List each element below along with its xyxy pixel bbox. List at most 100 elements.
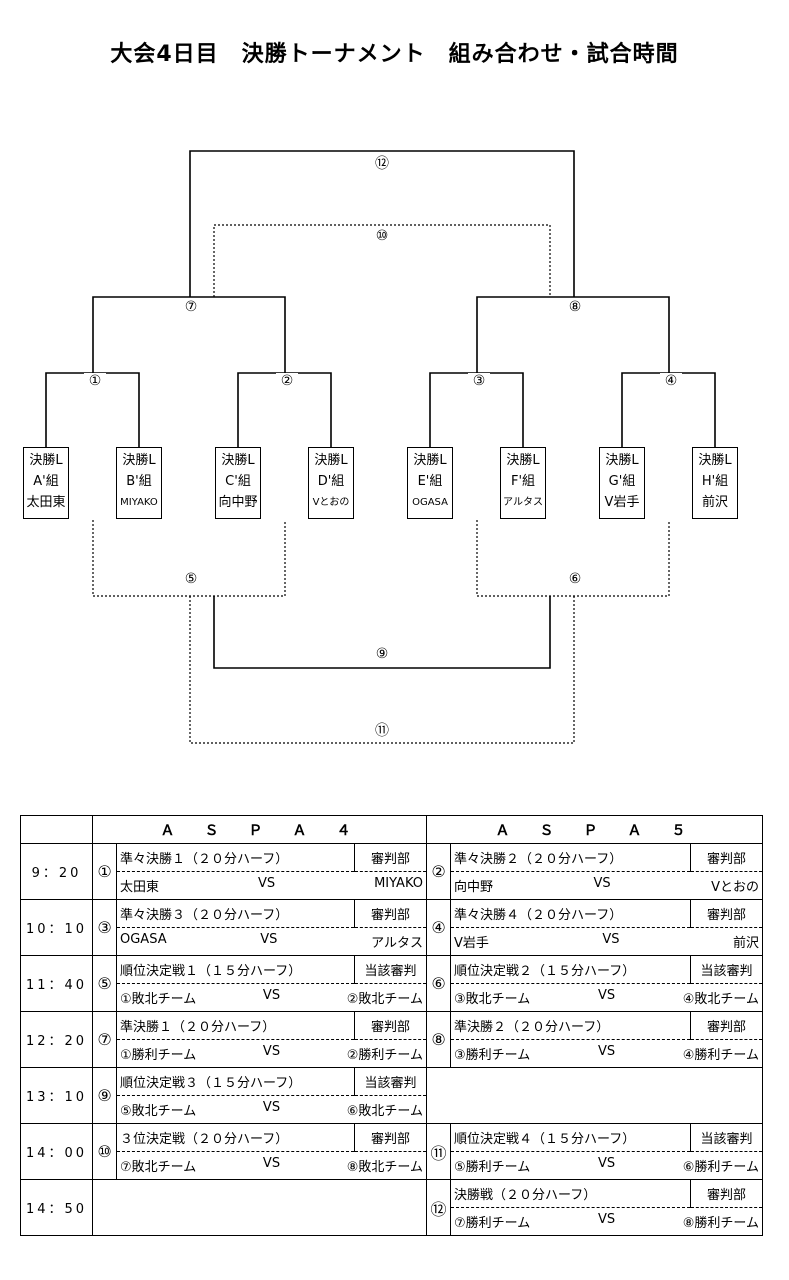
empty-slot bbox=[426, 1067, 764, 1124]
away-team: アルタス bbox=[371, 936, 423, 951]
match-time: 10：10 bbox=[20, 899, 93, 956]
team-box-a: 決勝L A'組 太田東 bbox=[23, 447, 69, 519]
vs-label: VS bbox=[597, 988, 616, 1003]
match-time: 14：50 bbox=[20, 1179, 93, 1236]
team-group: C'組 bbox=[225, 474, 251, 489]
match-pairing: ⑤勝利チーム VS ⑥勝利チーム bbox=[450, 1151, 764, 1180]
away-team: Vとおの bbox=[711, 880, 760, 895]
team-label: 決勝L bbox=[506, 453, 540, 468]
team-group: F'組 bbox=[510, 474, 536, 489]
team-box-d: 決勝L D'組 Vとおの bbox=[308, 447, 354, 519]
header-blank bbox=[20, 815, 93, 844]
vs-label: VS bbox=[597, 1212, 616, 1227]
team-box-e: 決勝L E'組 OGASA bbox=[407, 447, 453, 519]
match-pairing: OGASA VS アルタス bbox=[115, 927, 428, 956]
away-team: ④勝利チーム bbox=[682, 1048, 760, 1063]
schedule-header: Ａ Ｓ Ｐ Ａ ４ Ａ Ｓ Ｐ Ａ ５ bbox=[20, 815, 764, 844]
away-team: ④敗北チーム bbox=[682, 992, 760, 1007]
referee: 当該審判 bbox=[353, 955, 428, 984]
bracket-match-12: ⑫ bbox=[371, 153, 393, 173]
bracket-match-4: ④ bbox=[660, 373, 682, 389]
referee: 審判部 bbox=[690, 843, 764, 872]
home-team: ①敗北チーム bbox=[120, 992, 197, 1007]
match-time: 13：10 bbox=[20, 1067, 93, 1124]
match-pairing: ①敗北チーム VS ②敗北チーム bbox=[115, 983, 428, 1012]
bracket-match-11: ⑪ bbox=[371, 720, 393, 740]
match-time: 11：40 bbox=[20, 955, 93, 1012]
referee: 審判部 bbox=[690, 899, 764, 928]
vs-label: VS bbox=[262, 1044, 281, 1059]
schedule-row-pairing: ①敗北チーム VS ②敗北チーム ③敗北チーム VS ④敗北チーム bbox=[21, 983, 764, 1012]
match-title: 準々決勝３（２０分ハーフ） bbox=[116, 899, 355, 928]
away-team: ②敗北チーム bbox=[346, 992, 423, 1007]
match-title: 準々決勝１（２０分ハーフ） bbox=[116, 843, 355, 872]
schedule-row: 14：50 ⑫ 決勝戦（２０分ハーフ） 審判部 bbox=[20, 1179, 764, 1236]
match-number: ⑦ bbox=[92, 1011, 117, 1068]
team-name: MIYAKO bbox=[120, 497, 158, 508]
referee: 審判部 bbox=[690, 1179, 764, 1208]
team-name: 前沢 bbox=[701, 495, 728, 510]
team-box-f: 決勝L F'組 アルタス bbox=[500, 447, 546, 519]
match-title: 順位決定戦２（１５分ハーフ） bbox=[450, 955, 692, 984]
bracket-match-9: ⑨ bbox=[371, 646, 393, 662]
match-title: 決勝戦（２０分ハーフ） bbox=[450, 1179, 692, 1208]
match-pairing: 向中野 VS Vとおの bbox=[450, 871, 764, 900]
vs-label: VS bbox=[262, 1100, 281, 1115]
vs-label: VS bbox=[597, 1044, 616, 1059]
match-number: ⑩ bbox=[92, 1123, 117, 1180]
match-time: 14：00 bbox=[20, 1123, 93, 1180]
referee: 審判部 bbox=[353, 1011, 428, 1040]
home-team: V岩手 bbox=[454, 936, 489, 951]
home-team: ⑦敗北チーム bbox=[120, 1160, 197, 1175]
bracket-match-8: ⑧ bbox=[564, 299, 586, 315]
loser-lines bbox=[92, 224, 670, 744]
vs-label: VS bbox=[262, 988, 281, 1003]
match-time: 12：20 bbox=[20, 1011, 93, 1068]
schedule-row-pairing: 太田東 VS MIYAKO 向中野 VS Vとおの bbox=[21, 871, 764, 900]
home-team: ③敗北チーム bbox=[454, 992, 531, 1007]
schedule-row-pairing: ①勝利チーム VS ②勝利チーム ③勝利チーム VS ④勝利チーム bbox=[21, 1039, 764, 1068]
home-team: ③勝利チーム bbox=[454, 1048, 531, 1063]
team-label: 決勝L bbox=[29, 453, 63, 468]
page-title: 大会4日目 決勝トーナメント 組み合わせ・試合時間 bbox=[110, 42, 679, 67]
team-name: OGASA bbox=[412, 497, 448, 508]
match-number: ② bbox=[426, 843, 452, 900]
home-team: ①勝利チーム bbox=[120, 1048, 197, 1063]
match-number: ④ bbox=[426, 899, 452, 956]
away-team: 前沢 bbox=[733, 936, 760, 951]
match-number: ⑫ bbox=[426, 1179, 452, 1236]
match-title: 準々決勝４（２０分ハーフ） bbox=[450, 899, 692, 928]
match-title: 順位決定戦１（１５分ハーフ） bbox=[116, 955, 355, 984]
home-team: 太田東 bbox=[120, 880, 160, 895]
match-number: ⑧ bbox=[426, 1011, 452, 1068]
bracket-match-7: ⑦ bbox=[180, 299, 202, 315]
schedule-row-pairing: OGASA VS アルタス V岩手 VS 前沢 bbox=[21, 927, 764, 956]
match-number: ① bbox=[92, 843, 117, 900]
team-label: 決勝L bbox=[605, 453, 639, 468]
match-pairing: ③勝利チーム VS ④勝利チーム bbox=[450, 1039, 764, 1068]
team-name: Vとおの bbox=[312, 497, 350, 508]
team-group: B'組 bbox=[126, 474, 152, 489]
team-label: 決勝L bbox=[698, 453, 732, 468]
team-label: 決勝L bbox=[221, 453, 255, 468]
away-team: ②勝利チーム bbox=[346, 1048, 423, 1063]
match-title: 順位決定戦３（１５分ハーフ） bbox=[116, 1067, 355, 1096]
match-number: ⑨ bbox=[92, 1067, 117, 1124]
match-pairing: ③敗北チーム VS ④敗北チーム bbox=[450, 983, 764, 1012]
team-box-g: 決勝L G'組 V岩手 bbox=[599, 447, 645, 519]
away-team: ⑥敗北チーム bbox=[346, 1104, 423, 1119]
team-group: E'組 bbox=[417, 474, 443, 489]
away-team: MIYAKO bbox=[374, 876, 423, 891]
venue-header-a: Ａ Ｓ Ｐ Ａ ４ bbox=[91, 815, 428, 844]
bracket-match-10: ⑩ bbox=[371, 228, 393, 244]
match-pairing: ⑦敗北チーム VS ⑧敗北チーム bbox=[115, 1151, 428, 1180]
home-team: ⑦勝利チーム bbox=[454, 1216, 531, 1231]
match-title: 準々決勝２（２０分ハーフ） bbox=[450, 843, 692, 872]
team-group: D'組 bbox=[317, 474, 345, 489]
match-pairing: ⑤敗北チーム VS ⑥敗北チーム bbox=[115, 1095, 428, 1124]
team-group: A'組 bbox=[33, 474, 59, 489]
empty-slot bbox=[91, 1179, 428, 1236]
